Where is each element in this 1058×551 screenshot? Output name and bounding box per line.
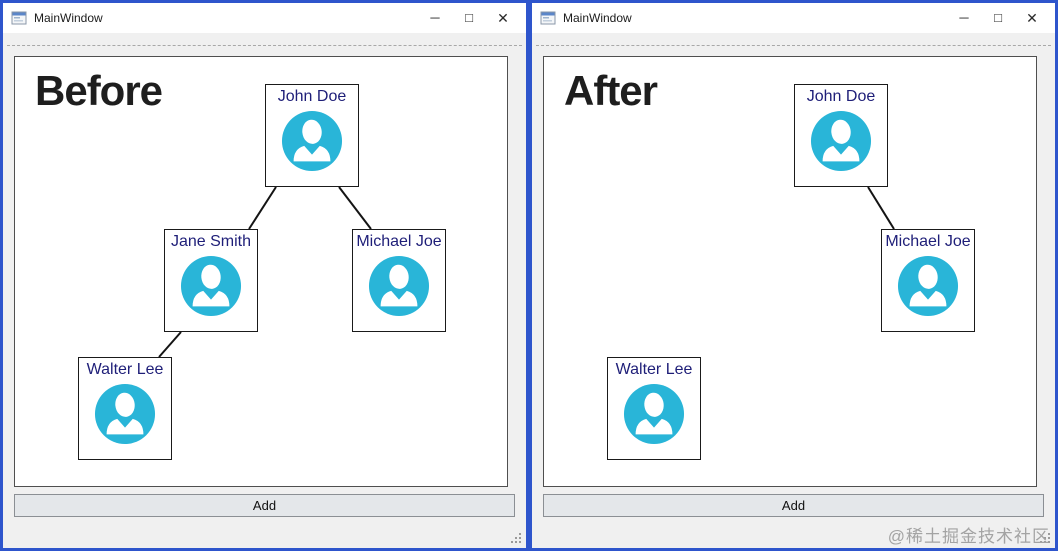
person-node-michael-joe[interactable]: Michael Joe — [881, 229, 975, 332]
person-name: Michael Joe — [885, 233, 971, 250]
person-node-walter-lee[interactable]: Walter Lee — [78, 357, 172, 460]
minimize-button[interactable]: ─ — [430, 10, 440, 25]
maximize-button[interactable]: □ — [465, 10, 473, 25]
window-controls: ─ □ ✕ — [947, 4, 1055, 32]
person-node-jane-smith[interactable]: Jane Smith — [164, 229, 258, 332]
person-node-john-doe[interactable]: John Doe — [794, 84, 888, 187]
person-node-john-doe[interactable]: John Doe — [265, 84, 359, 187]
person-name: Michael Joe — [356, 233, 442, 250]
maximize-button[interactable]: □ — [994, 10, 1002, 25]
edge-line — [338, 186, 372, 230]
stage-label: Before — [35, 67, 163, 114]
app-icon — [540, 10, 556, 26]
titlebar[interactable]: MainWindow ─ □ ✕ — [3, 3, 526, 33]
titlebar-divider — [7, 45, 522, 46]
window-controls: ─ □ ✕ — [418, 4, 526, 32]
edge-line — [867, 186, 895, 230]
person-name: John Doe — [277, 88, 347, 105]
person-name: John Doe — [806, 88, 876, 105]
watermark: @稀土掘金技术社区 — [887, 527, 1050, 546]
edge-line — [158, 331, 182, 358]
window-title: MainWindow — [563, 11, 632, 25]
person-name: Walter Lee — [615, 361, 693, 378]
add-button[interactable]: Add — [543, 494, 1044, 517]
person-icon — [180, 255, 242, 317]
resize-grip[interactable] — [511, 533, 522, 544]
titlebar-divider — [536, 45, 1051, 46]
stage-label: After — [564, 67, 658, 114]
person-name: Walter Lee — [86, 361, 164, 378]
person-icon — [368, 255, 430, 317]
edge-line — [248, 186, 277, 230]
minimize-button[interactable]: ─ — [959, 10, 969, 25]
close-button[interactable]: ✕ — [497, 10, 509, 26]
person-icon — [623, 383, 685, 445]
app-icon — [11, 10, 27, 26]
person-name: Jane Smith — [170, 233, 252, 250]
person-icon — [94, 383, 156, 445]
person-icon — [281, 110, 343, 172]
person-icon — [897, 255, 959, 317]
person-node-michael-joe[interactable]: Michael Joe — [352, 229, 446, 332]
titlebar[interactable]: MainWindow ─ □ ✕ — [532, 3, 1055, 33]
person-node-walter-lee[interactable]: Walter Lee — [607, 357, 701, 460]
add-button[interactable]: Add — [14, 494, 515, 517]
close-button[interactable]: ✕ — [1026, 10, 1038, 26]
window-title: MainWindow — [34, 11, 103, 25]
person-icon — [810, 110, 872, 172]
